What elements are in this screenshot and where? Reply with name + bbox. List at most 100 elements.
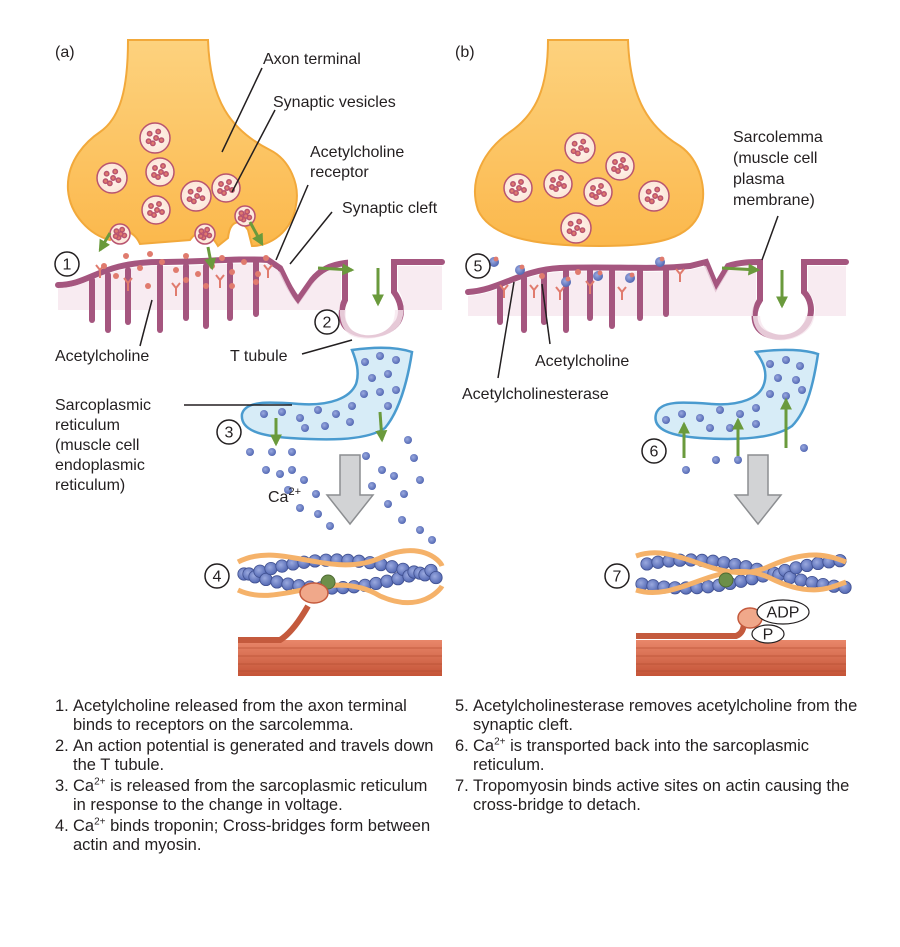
- actin-bead: [385, 560, 399, 574]
- label-ach-receptor-line1: Acetylcholine: [310, 144, 404, 161]
- calcium-ions-b: [682, 444, 808, 474]
- ach-receptor: [263, 264, 273, 278]
- calcium-ion: [276, 470, 284, 478]
- actin-bead: [805, 575, 819, 590]
- step-number: 1.: [55, 697, 69, 715]
- acetylcholine-dot: [123, 253, 129, 259]
- step-item: 7.Tropomyosin binds active sites on acti…: [455, 777, 875, 815]
- calcium-ion: [312, 490, 320, 498]
- step-marker-7: 7: [604, 563, 630, 589]
- calcium-ion: [404, 436, 412, 444]
- acetylcholine-dot: [137, 265, 143, 271]
- calcium-ion: [376, 352, 384, 360]
- step-marker-4: 4: [204, 563, 230, 589]
- synaptic-vesicle: [180, 180, 212, 212]
- panel-a: (a): [54, 39, 445, 676]
- junctional-folds-a: [89, 259, 259, 333]
- synaptic-vesicles-a: [96, 122, 256, 245]
- synaptic-vesicle: [503, 173, 533, 203]
- calcium-ion: [752, 420, 760, 428]
- panel-a-label: (a): [55, 44, 75, 61]
- calcium-ion: [288, 448, 296, 456]
- label-synaptic-cleft: Synaptic cleft: [342, 200, 438, 217]
- synaptic-vesicle: [139, 122, 171, 154]
- calcium-ion: [734, 456, 742, 464]
- actin-bead: [651, 555, 665, 569]
- calcium-ion: [326, 522, 334, 530]
- steps-list-b: 5.Acetylcholinesterase removes acetylcho…: [455, 697, 875, 817]
- label-sr-line4: endoplasmic: [55, 457, 145, 474]
- t-tubule-a: [345, 270, 395, 336]
- thin-filament-b: [635, 550, 852, 595]
- calcium-ion: [300, 476, 308, 484]
- actin-bead: [270, 575, 284, 589]
- calcium-ion: [796, 362, 804, 370]
- calcium-ion: [390, 472, 398, 480]
- calcium-ion: [268, 448, 276, 456]
- process-arrows-a: [98, 221, 388, 447]
- step-item: 4.Ca2+ binds troponin; Cross-bridges for…: [55, 817, 440, 855]
- acetylcholine-dot: [113, 273, 119, 279]
- svg-text:6: 6: [650, 444, 659, 461]
- synaptic-vesicle: [109, 223, 131, 245]
- step-text: An action potential is generated and tra…: [73, 737, 434, 774]
- label-sarcolemma-line1: Sarcolemma: [733, 129, 823, 146]
- transition-arrow-b: [733, 454, 783, 526]
- calcium-ion: [384, 500, 392, 508]
- calcium-ion: [678, 410, 686, 418]
- calcium-ion: [792, 376, 800, 384]
- calcium-ion: [321, 422, 329, 430]
- synaptic-vesicle: [543, 169, 573, 199]
- actin-bead: [281, 577, 295, 591]
- calcium-ion: [716, 406, 724, 414]
- thin-filament-a: [236, 548, 445, 605]
- acetylcholine-dot: [147, 251, 153, 257]
- process-arrows-b: [678, 263, 792, 458]
- calcium-ion: [314, 510, 322, 518]
- label-acetylcholine-a: Acetylcholine: [55, 348, 149, 365]
- calcium-ion: [360, 390, 368, 398]
- calcium-ion: [392, 356, 400, 364]
- svg-text:2: 2: [323, 315, 332, 332]
- calcium-ion: [262, 466, 270, 474]
- calcium-ion: [376, 388, 384, 396]
- calcium-ion: [798, 386, 806, 394]
- calcium-ion: [296, 504, 304, 512]
- synaptic-vesicle: [96, 162, 128, 194]
- calcium-ion: [696, 414, 704, 422]
- acetylcholine-dot: [539, 273, 545, 279]
- calcium-ion: [301, 424, 309, 432]
- calcium-ion: [782, 356, 790, 364]
- ach-receptor: [215, 274, 225, 288]
- acetylcholine-dot: [145, 283, 151, 289]
- axon-terminal-a: [66, 39, 298, 248]
- svg-text:7: 7: [613, 569, 622, 586]
- synaptic-vesicle: [560, 212, 592, 244]
- acetylcholine-dot: [159, 259, 165, 265]
- actin-bead: [380, 574, 394, 588]
- calcium-ion: [296, 414, 304, 422]
- calcium-ion: [752, 404, 760, 412]
- label-ach-receptor-line2: receptor: [310, 164, 369, 181]
- myosin-b: [636, 607, 846, 676]
- calcium-ion: [368, 374, 376, 382]
- label-sr-line2: reticulum: [55, 417, 120, 434]
- calcium-ion: [332, 410, 340, 418]
- calcium-ion: [392, 386, 400, 394]
- actin-bead: [640, 557, 654, 571]
- label-sr-line1: Sarcoplasmic: [55, 397, 151, 414]
- ach-receptors-a: [95, 264, 273, 296]
- acetylcholine-dot: [255, 271, 261, 277]
- step-item: 1.Acetylcholine released from the axon t…: [55, 697, 440, 735]
- step-marker-3: 3: [216, 419, 242, 445]
- calcium-ion: [284, 486, 292, 494]
- label-calcium: Ca2+: [268, 486, 301, 506]
- sr-calcium-b: [662, 356, 806, 432]
- calcium-ion: [782, 392, 790, 400]
- calcium-ion: [278, 408, 286, 416]
- step-number: 4.: [55, 817, 69, 835]
- actin-bead: [701, 580, 715, 594]
- ach-receptor: [617, 286, 627, 300]
- synaptic-vesicle: [234, 205, 256, 227]
- step-item: 6.Ca2+ is transported back into the sarc…: [455, 737, 875, 775]
